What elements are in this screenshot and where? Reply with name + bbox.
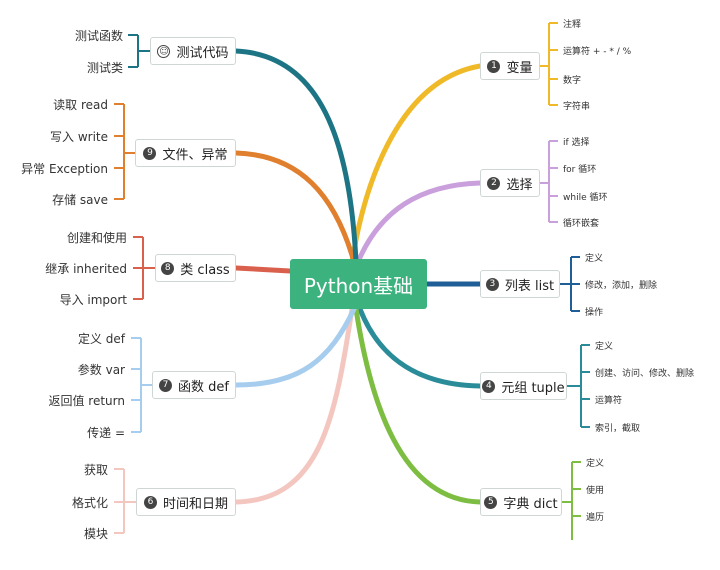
leaf-item[interactable]: 参数 var	[77, 363, 125, 377]
leaf-item[interactable]: 格式化	[71, 496, 108, 510]
leaf-item[interactable]: 定义 def	[77, 332, 125, 346]
smile-icon: ☺	[157, 44, 171, 58]
leaf-item[interactable]: 传递 =	[87, 426, 125, 440]
leaf-item[interactable]: 测试类	[86, 61, 123, 75]
number-badge: 5	[484, 495, 498, 509]
branch-label: 函数 def	[178, 379, 229, 395]
leaf-item[interactable]: 存储 save	[52, 193, 108, 207]
connector-b6	[233, 306, 355, 505]
root-node[interactable]: Python基础	[290, 259, 427, 309]
connector-b4	[357, 306, 483, 389]
leaf-item[interactable]: while 循环	[563, 193, 608, 203]
leaf-item[interactable]: 字符串	[563, 102, 591, 112]
branch-node-files-exceptions[interactable]: 9 文件、异常	[135, 139, 236, 167]
branch-label: 类 class	[180, 262, 230, 278]
branch-label: 元组 tuple	[501, 380, 565, 396]
leaf-item[interactable]: 获取	[83, 463, 108, 477]
connector-b9	[233, 150, 357, 265]
leaf-item[interactable]: 数字	[563, 76, 582, 86]
branch-label: 测试代码	[176, 45, 229, 61]
leaf-item[interactable]: 注释	[563, 20, 582, 30]
connector-b0	[233, 48, 359, 265]
leaf-item[interactable]: 创建、访问、修改、删除	[595, 369, 695, 379]
connector-b5	[353, 306, 483, 505]
connector-b8	[233, 265, 293, 274]
leaf-item[interactable]: 测试函数	[74, 29, 123, 43]
number-badge: 2	[487, 176, 501, 190]
branch-label: 选择	[506, 177, 533, 193]
number-badge: 7	[159, 378, 173, 392]
leaf-item[interactable]: 索引，截取	[595, 424, 641, 434]
branch-node-function[interactable]: 7 函数 def	[152, 371, 236, 399]
number-badge: 8	[161, 261, 175, 275]
leaf-item[interactable]: 循环嵌套	[563, 219, 600, 229]
leaf-item[interactable]: 异常 Exception	[21, 162, 108, 176]
leaf-item[interactable]: if 选择	[563, 138, 590, 148]
leaf-item[interactable]: 创建和使用	[66, 231, 127, 245]
branch-label: 变量	[506, 60, 533, 76]
number-badge: 9	[143, 146, 157, 160]
number-badge: 1	[487, 59, 501, 73]
branch-label: 列表 list	[504, 278, 555, 294]
branch-node-testing[interactable]: ☺ 测试代码	[150, 37, 236, 65]
branch-node-tuple[interactable]: 4 元组 tuple	[480, 372, 567, 400]
branch-node-dict[interactable]: 5 字典 dict	[480, 488, 562, 516]
number-badge: 6	[143, 495, 157, 509]
leaf-item[interactable]: 返回值 return	[48, 394, 125, 408]
leaf-item[interactable]: 修改，添加，删除	[585, 281, 658, 291]
branch-node-variables[interactable]: 1 变量	[480, 52, 540, 80]
root-label: Python基础	[303, 273, 414, 298]
branch-node-datetime[interactable]: 6 时间和日期	[136, 488, 236, 516]
leaf-item[interactable]: 定义	[595, 342, 614, 352]
leaf-item[interactable]: 操作	[585, 308, 604, 318]
branch-label: 字典 dict	[503, 496, 558, 512]
leaf-item[interactable]: 继承 inherited	[45, 262, 127, 276]
leaf-item[interactable]: 读取 read	[53, 98, 108, 112]
leaf-item[interactable]: 定义	[586, 459, 605, 469]
leaf-item[interactable]: 定义	[585, 254, 604, 264]
branch-label: 文件、异常	[162, 147, 228, 163]
leaf-item[interactable]: 导入 import	[59, 293, 127, 307]
number-badge: 3	[485, 277, 499, 291]
leaf-item[interactable]: 运算符 + - * / %	[563, 47, 632, 57]
connector-b2	[355, 180, 483, 265]
branch-node-selection[interactable]: 2 选择	[480, 169, 540, 197]
leaf-item[interactable]: 运算符	[595, 396, 623, 406]
branch-node-class[interactable]: 8 类 class	[155, 254, 236, 282]
leaf-item[interactable]: 遍历	[586, 513, 605, 523]
leaf-item[interactable]: 使用	[586, 486, 605, 496]
branch-label: 时间和日期	[162, 496, 228, 512]
connector-b7	[233, 306, 357, 388]
branch-node-list[interactable]: 3 列表 list	[480, 270, 560, 298]
leaf-item[interactable]: for 循环	[563, 165, 597, 175]
number-badge: 4	[482, 379, 496, 393]
connector-b1	[349, 63, 483, 265]
leaf-item[interactable]: 模块	[83, 527, 108, 541]
leaf-item[interactable]: 写入 write	[50, 130, 108, 144]
